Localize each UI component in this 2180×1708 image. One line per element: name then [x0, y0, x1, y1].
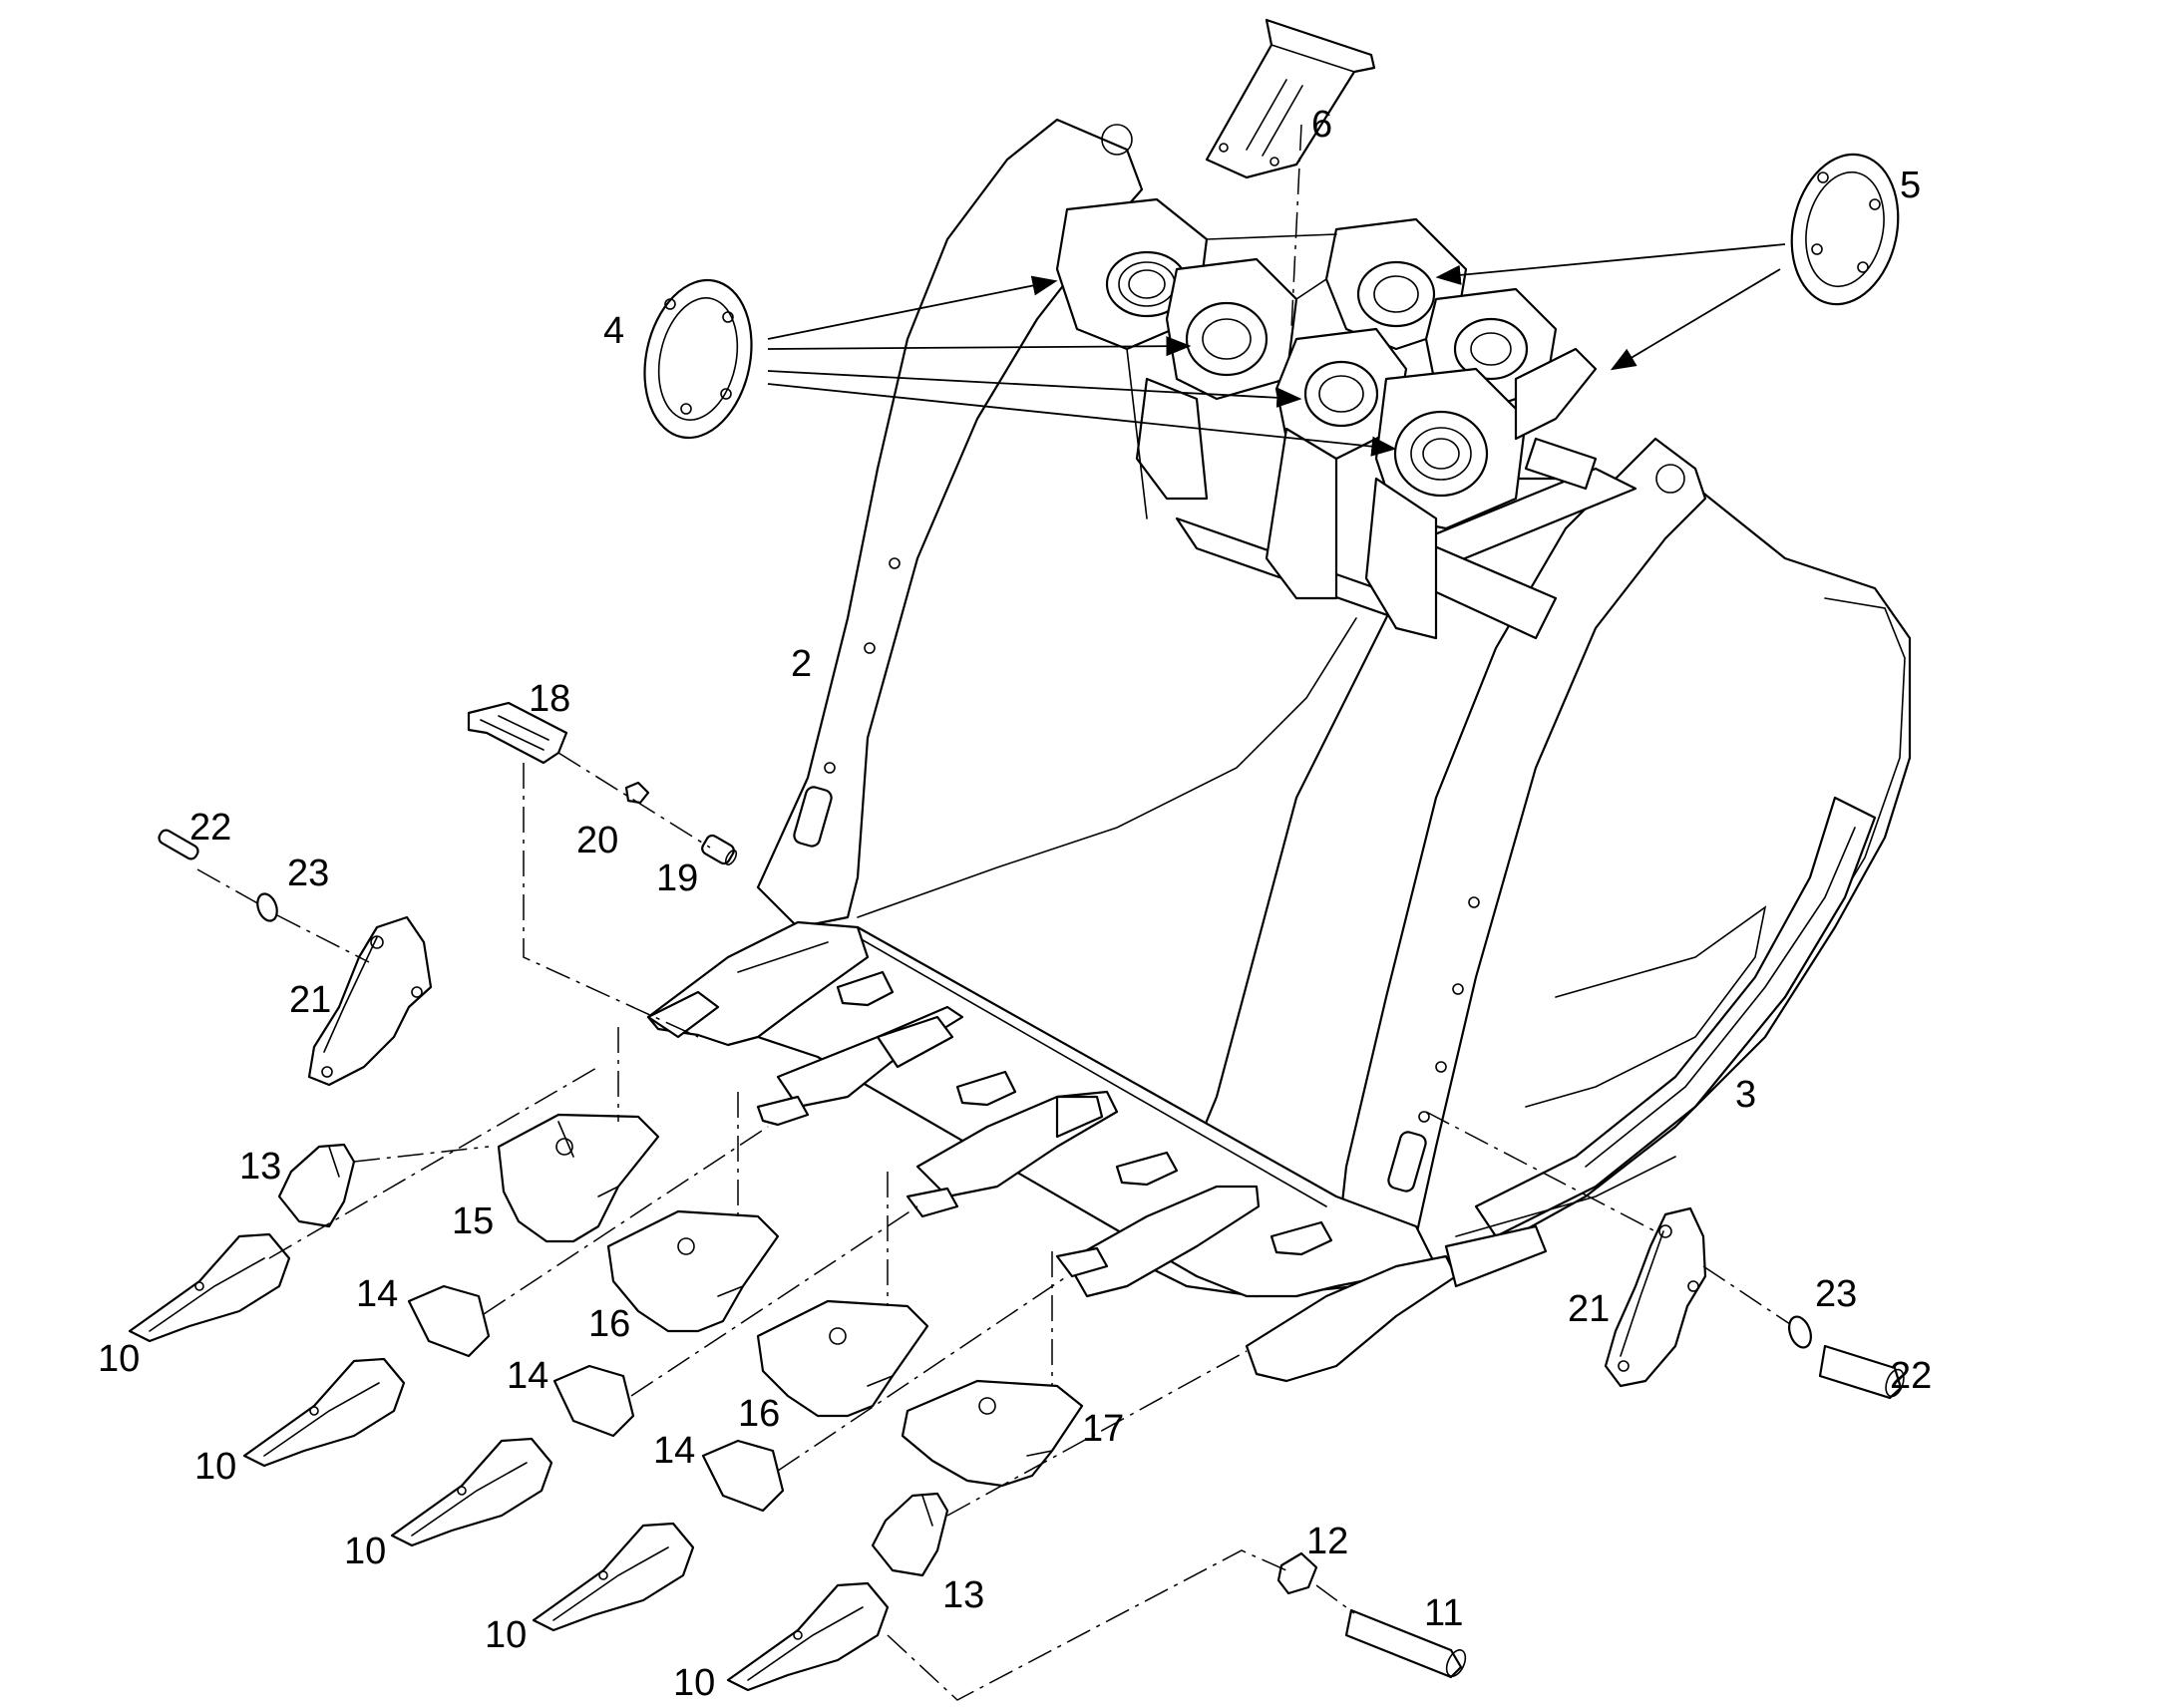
leader-arrows: [767, 243, 1786, 457]
part-15-shroud: [497, 1113, 660, 1243]
callout-18: 18: [529, 678, 570, 720]
callout-20: 20: [576, 820, 618, 861]
part-11-pin: [1344, 1608, 1467, 1679]
callout-19: 19: [656, 857, 698, 899]
callout-13-a: 13: [239, 1146, 281, 1188]
callout-14-c: 14: [653, 1430, 695, 1472]
callout-10-b: 10: [194, 1446, 236, 1488]
callout-10-e: 10: [673, 1662, 715, 1704]
part-22-pin-left: [158, 829, 199, 860]
callout-12: 12: [1306, 1521, 1348, 1562]
callout-16-b: 16: [738, 1393, 780, 1435]
part-21-side-cutter-right: [1604, 1206, 1707, 1388]
part-10-tooth-4: [532, 1522, 695, 1632]
callout-21-b: 21: [1568, 1288, 1610, 1330]
part-5-cover-plate: [1790, 153, 1900, 306]
part-10-tooth-5: [726, 1581, 890, 1692]
callout-4: 4: [603, 310, 624, 352]
adapters-on-cutting-edge: [646, 920, 1548, 1383]
part-17-shroud: [901, 1379, 1084, 1488]
callout-6: 6: [1311, 104, 1332, 146]
bucket-body: [686, 118, 1912, 1298]
callout-13-b: 13: [942, 1574, 984, 1616]
part-4-cover-plate: [643, 278, 753, 440]
callout-2: 2: [791, 643, 812, 685]
callout-15: 15: [452, 1200, 494, 1242]
callout-10-d: 10: [485, 1614, 527, 1656]
callout-10-a: 10: [98, 1338, 140, 1380]
part-6-shim-plate: [1205, 18, 1376, 179]
assembly-centerlines: [196, 124, 1791, 1701]
callout-5: 5: [1900, 165, 1921, 206]
part-20-clip: [624, 781, 650, 805]
part-14-pin-c: [701, 1439, 785, 1513]
part-10-tooth-3: [390, 1437, 553, 1547]
callout-16-a: 16: [588, 1303, 630, 1345]
callout-10-c: 10: [344, 1531, 386, 1572]
callout-23-b: 23: [1815, 1273, 1857, 1315]
part-13-adapter-lower: [871, 1492, 949, 1577]
callout-3: 3: [1735, 1074, 1756, 1116]
callout-21-a: 21: [289, 979, 331, 1021]
callout-11: 11: [1424, 1592, 1463, 1634]
callout-22-a: 22: [189, 807, 231, 849]
callout-23-a: 23: [287, 853, 329, 894]
callout-14-a: 14: [356, 1273, 398, 1315]
part-10-tooth-1: [128, 1232, 291, 1343]
part-22-pin-right: [1818, 1344, 1905, 1400]
part-16-shroud-a: [606, 1209, 780, 1333]
callout-22-b: 22: [1890, 1355, 1932, 1397]
part-14-pin-b: [552, 1364, 635, 1438]
part-23-retainer-right: [1788, 1315, 1812, 1349]
part-16-shroud-b: [756, 1299, 929, 1418]
callout-17: 17: [1082, 1408, 1124, 1450]
callout-14-b: 14: [507, 1355, 548, 1397]
callout-labels: 2 3 4 5 6 10 10 10 10 10 11 12 13 13 14 …: [98, 104, 1932, 1704]
part-23-retainer-left: [256, 892, 278, 922]
part-14-pin-a: [407, 1284, 491, 1358]
part-13-adapter-upper: [277, 1143, 356, 1228]
pin-bosses: [1055, 197, 1598, 640]
part-10-tooth-2: [242, 1357, 406, 1468]
part-18-shroud: [467, 701, 568, 765]
part-19-pin: [701, 834, 738, 866]
part-12-retainer: [1276, 1551, 1318, 1595]
